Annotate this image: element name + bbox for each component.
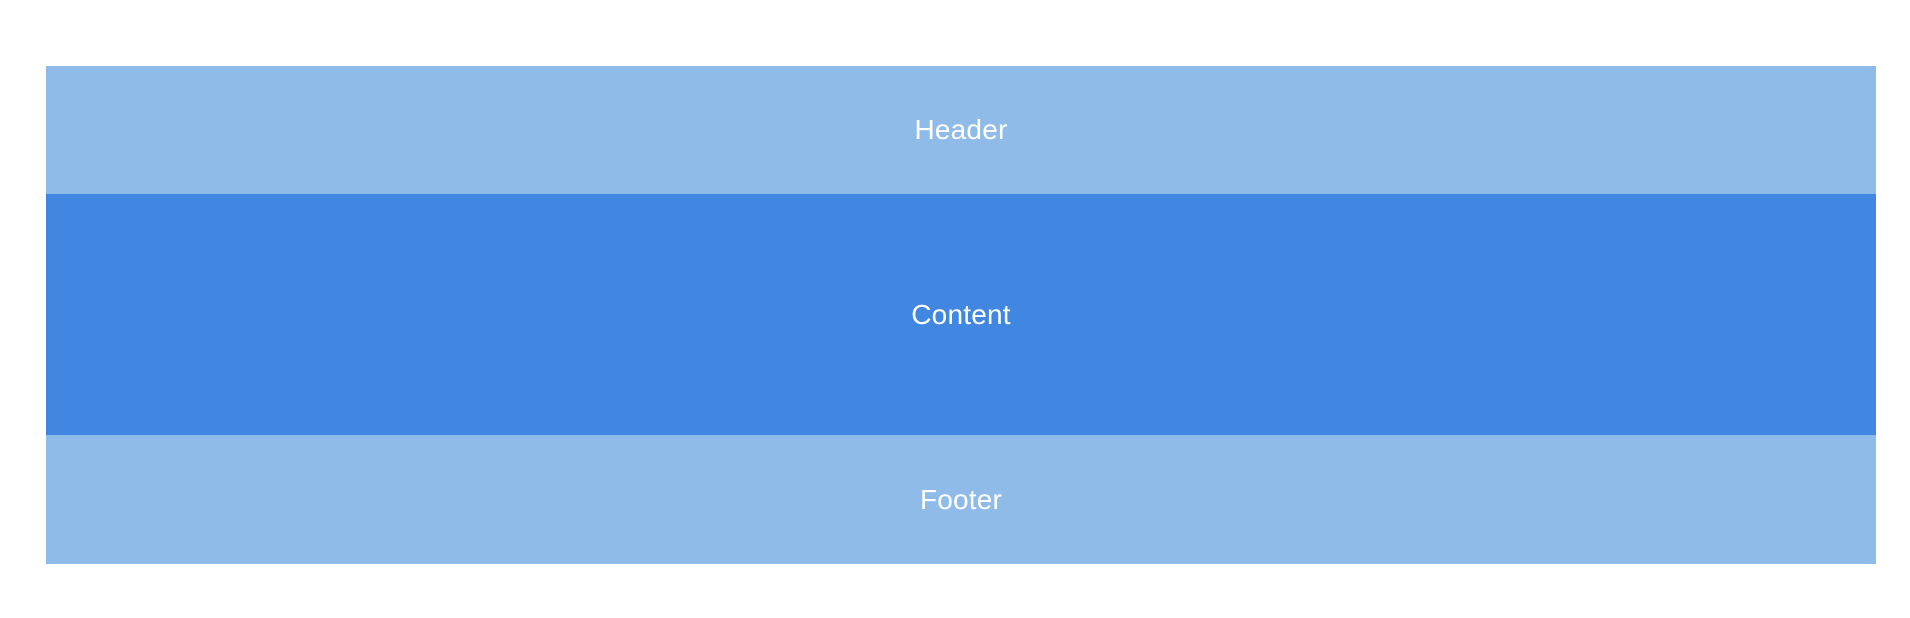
footer-section: Footer xyxy=(46,435,1876,564)
footer-label: Footer xyxy=(919,483,1003,515)
content-label: Content xyxy=(911,298,1011,330)
content-section: Content xyxy=(46,194,1876,435)
header-section: Header xyxy=(46,66,1876,194)
page-layout: Header Content Footer xyxy=(46,66,1876,564)
header-label: Header xyxy=(914,114,1008,145)
